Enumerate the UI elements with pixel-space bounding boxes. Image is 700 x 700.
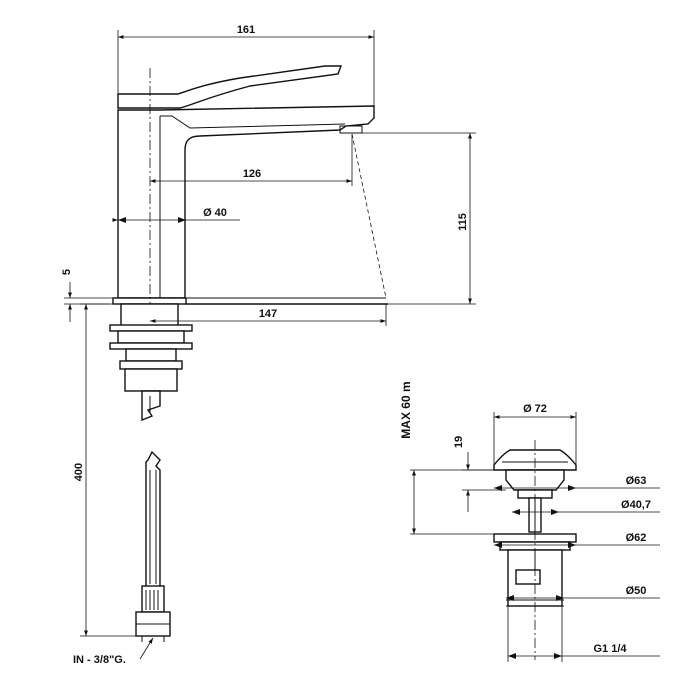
faucet-base-plate [112, 297, 187, 305]
faucet-lever [117, 65, 343, 109]
dim-d63: Ø63 [626, 475, 647, 487]
mount-nut [109, 342, 193, 350]
mount-washer [109, 324, 193, 332]
dim-max-height: MAX 60 m [399, 381, 413, 438]
dim-d50: Ø50 [626, 585, 647, 597]
dim-base-thickness: 5 [61, 269, 73, 275]
dim-cap-height: 19 [453, 436, 465, 448]
supply-hose [145, 450, 161, 589]
dim-spout-height: 115 [457, 213, 469, 231]
faucet-drawing: 161 126 Ø 40 5 115 147 400 IN - 3/8"G. [61, 24, 476, 666]
dim-total-length: 161 [237, 24, 255, 36]
dim-body-diameter: Ø 40 [203, 207, 227, 219]
dim-cap-diameter: Ø 72 [523, 403, 547, 415]
dim-d62: Ø62 [626, 532, 647, 544]
dim-d40-7: Ø40,7 [621, 499, 651, 511]
dim-hose-length: 400 [73, 463, 85, 481]
dim-thread: G1 1/4 [593, 643, 627, 655]
inlet-label: IN - 3/8"G. [73, 654, 126, 666]
dim-projection: 147 [259, 308, 277, 320]
dim-spout-reach: 126 [243, 168, 261, 180]
drain-drawing: MAX 60 m Ø 72 19 Ø63 Ø40,7 Ø62 Ø50 [399, 381, 660, 662]
faucet-aerator [339, 125, 363, 134]
faucet-body [117, 105, 375, 299]
